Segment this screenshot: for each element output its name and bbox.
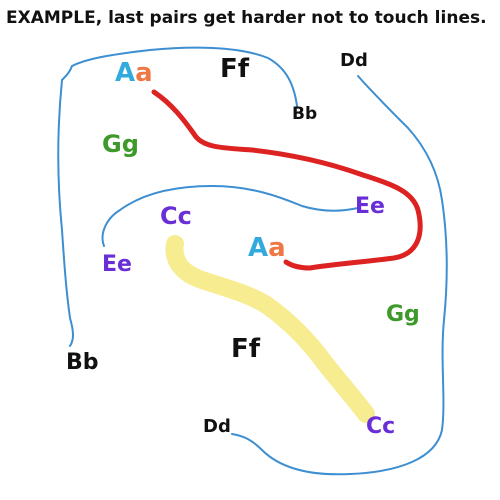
pair-label-cc-bottom: Cc bbox=[366, 414, 396, 439]
pair-label-ff-mid: Ff bbox=[231, 334, 261, 364]
cc-connection-line bbox=[165, 235, 375, 423]
aa-mid-text: Aa bbox=[248, 233, 286, 263]
pair-label-bb-left: Bb bbox=[66, 350, 99, 375]
pair-label-bb-top: Bb bbox=[292, 104, 318, 124]
aa-top-text: Aa bbox=[115, 58, 153, 88]
pair-label-ee-left: Ee bbox=[102, 252, 132, 277]
pair-label-aa-mid: Aa bbox=[248, 235, 286, 261]
pair-label-ff-top: Ff bbox=[220, 54, 250, 84]
pair-label-gg-right: Gg bbox=[386, 302, 420, 327]
pair-label-dd-top: Dd bbox=[340, 50, 368, 71]
ee-connection-line bbox=[101, 184, 359, 247]
bb-connection-line bbox=[57, 46, 298, 347]
aa-connection-line bbox=[151, 89, 423, 271]
pair-label-gg-left: Gg bbox=[102, 130, 139, 158]
pair-label-dd-bottom: Dd bbox=[203, 416, 231, 437]
pair-label-cc-top: Cc bbox=[160, 202, 192, 230]
instruction-title: EXAMPLE, last pairs get harder not to to… bbox=[6, 8, 487, 28]
pair-label-aa-top: Aa bbox=[115, 60, 153, 86]
pair-label-ee-mid: Ee bbox=[355, 194, 385, 219]
dd-connection-line bbox=[231, 75, 448, 476]
